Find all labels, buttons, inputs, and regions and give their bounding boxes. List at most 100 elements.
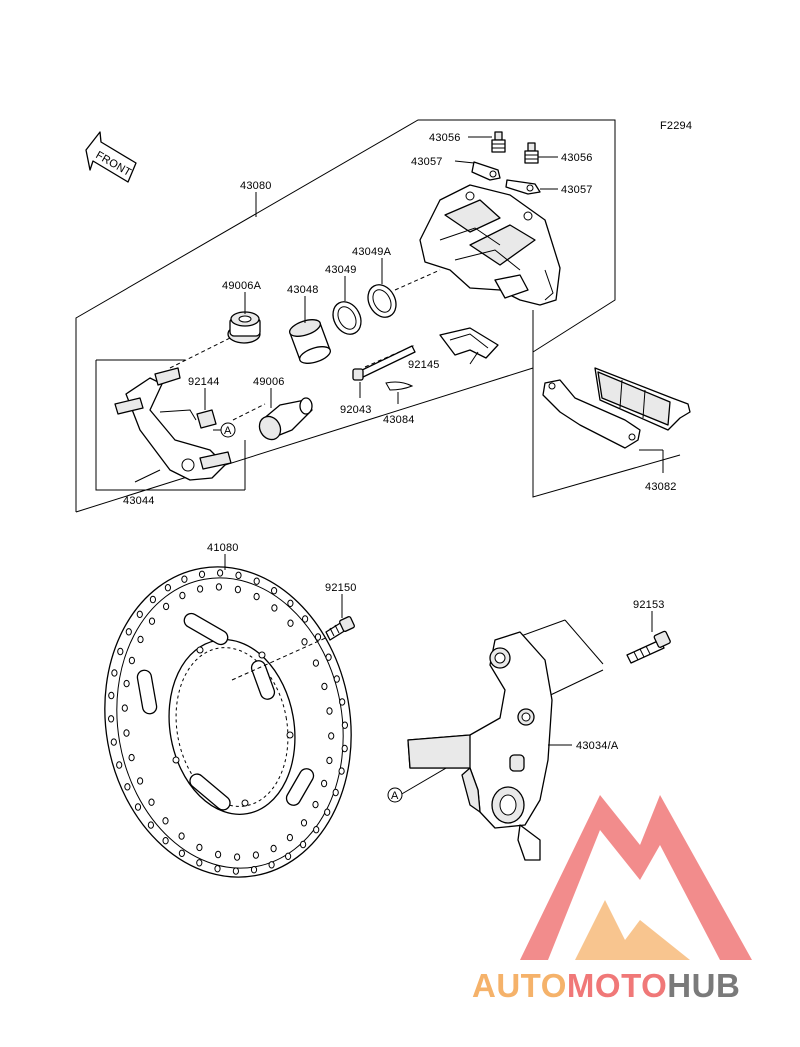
pad-pin-92043 bbox=[352, 345, 416, 381]
bleeder-cap-left bbox=[471, 161, 501, 181]
disc-bolt-92150 bbox=[325, 616, 355, 641]
watermark-logo: AUTOMOTOHUB bbox=[472, 795, 752, 1004]
disc-vent-hole bbox=[325, 653, 332, 661]
bleeder-screw-left bbox=[491, 131, 506, 153]
disc-vent-hole bbox=[134, 803, 142, 811]
disc-vent-hole bbox=[338, 767, 345, 775]
disc-vent-hole bbox=[137, 635, 144, 644]
disc-vent-hole bbox=[271, 604, 278, 612]
disc-vent-hole bbox=[300, 819, 308, 827]
disc-vent-hole bbox=[162, 817, 169, 825]
caliper-assembly-frame bbox=[75, 119, 616, 513]
watermark-moto: MOTO bbox=[567, 967, 667, 1004]
boot-49006 bbox=[258, 397, 313, 441]
disc-vent-hole bbox=[196, 843, 203, 852]
bleeder-screw-right bbox=[524, 142, 539, 164]
leader-lines bbox=[204, 136, 653, 632]
disc-vent-hole bbox=[123, 679, 130, 688]
disc-vent-hole bbox=[178, 849, 185, 857]
disc-vent-hole bbox=[110, 738, 117, 746]
dust-seal-43049a bbox=[367, 284, 397, 318]
disc-vent-holes bbox=[108, 569, 348, 875]
caliper-bracket-43034a bbox=[407, 631, 572, 861]
disc-vent-hole bbox=[128, 753, 135, 762]
diagram-code: F2294 bbox=[660, 120, 692, 132]
disc-vent-hole bbox=[341, 744, 348, 753]
disc-vent-hole bbox=[235, 571, 242, 579]
disc-vent-hole bbox=[268, 861, 275, 869]
disc-vent-hole bbox=[285, 852, 292, 860]
disc-vent-hole bbox=[234, 585, 241, 594]
disc-vent-hole bbox=[326, 756, 333, 765]
pin-clip-43084 bbox=[385, 381, 414, 391]
label-41080: 41080 bbox=[207, 542, 239, 554]
label-43056-left: 43056 bbox=[429, 132, 461, 144]
disc-vent-hole bbox=[326, 707, 333, 715]
label-49006: 49006 bbox=[253, 376, 285, 388]
disc-vent-hole bbox=[313, 826, 320, 834]
disc-vent-hole bbox=[270, 844, 277, 853]
disc-vent-hole bbox=[253, 592, 260, 601]
disc-vent-hole bbox=[217, 569, 224, 577]
disc-vent-hole bbox=[163, 602, 170, 611]
disc-vent-hole bbox=[108, 715, 115, 723]
disc-vent-hole bbox=[321, 682, 328, 691]
disc-vent-hole bbox=[341, 721, 348, 729]
label-43056-right: 43056 bbox=[561, 152, 593, 164]
label-43082: 43082 bbox=[645, 481, 677, 493]
disc-vent-hole bbox=[149, 595, 156, 604]
disc-vent-hole bbox=[148, 617, 156, 625]
brake-disc-41080 bbox=[104, 566, 352, 878]
label-92145: 92145 bbox=[408, 359, 440, 371]
front-arrow-icon: FRONT bbox=[85, 131, 137, 183]
disc-vent-hole bbox=[148, 798, 155, 806]
label-92150: 92150 bbox=[325, 582, 357, 594]
disc-vent-hole bbox=[301, 638, 308, 646]
disc-vent-hole bbox=[332, 788, 339, 797]
brake-pad-front bbox=[542, 379, 641, 449]
disc-vent-hole bbox=[252, 851, 259, 859]
disc-vent-hole bbox=[128, 656, 135, 665]
disc-vent-hole bbox=[287, 599, 294, 607]
disc-vent-hole bbox=[121, 704, 128, 712]
disc-vent-hole bbox=[178, 832, 185, 840]
label-43057-left: 43057 bbox=[411, 156, 443, 168]
disc-vent-hole bbox=[181, 575, 188, 583]
pad-spring-92145 bbox=[439, 327, 499, 359]
label-43049a: 43049A bbox=[352, 246, 392, 258]
label-43044: 43044 bbox=[123, 495, 155, 507]
label-92144: 92144 bbox=[188, 376, 220, 388]
label-43084: 43084 bbox=[383, 414, 415, 426]
disc-vent-hole bbox=[286, 833, 293, 842]
piston-43048 bbox=[288, 319, 332, 364]
caliper-body bbox=[419, 184, 561, 306]
svg-text:A: A bbox=[391, 790, 399, 802]
disc-vent-hole bbox=[136, 610, 143, 618]
disc-vent-hole bbox=[300, 840, 307, 849]
disc-vent-hole bbox=[162, 837, 169, 845]
part-labels: 43056 43056 43057 43057 43080 43049A 430… bbox=[123, 132, 677, 752]
disc-vent-hole bbox=[215, 583, 222, 591]
watermark-auto: AUTO bbox=[472, 967, 567, 1004]
boot-49006a bbox=[227, 311, 261, 344]
disc-vent-hole bbox=[117, 647, 124, 656]
caliper-bracket-43044 bbox=[114, 367, 232, 481]
disc-vent-hole bbox=[328, 732, 335, 740]
disc-vent-hole bbox=[108, 691, 115, 700]
disc-vent-hole bbox=[215, 850, 222, 859]
label-49006a: 49006A bbox=[222, 280, 262, 292]
label-43057-right: 43057 bbox=[561, 184, 593, 196]
disc-vent-hole bbox=[302, 615, 309, 623]
disc-vent-hole bbox=[312, 659, 319, 667]
disc-vent-hole bbox=[271, 587, 278, 595]
label-43048: 43048 bbox=[287, 284, 319, 296]
brake-pad-rear bbox=[594, 367, 691, 431]
disc-vent-hole bbox=[324, 808, 331, 816]
disc-vent-hole bbox=[116, 761, 123, 769]
disc-vent-hole bbox=[339, 698, 346, 706]
disc-vent-hole bbox=[198, 570, 206, 578]
piston-seal-43049 bbox=[332, 301, 362, 335]
disc-vent-hole bbox=[124, 783, 131, 791]
disc-vent-hole bbox=[164, 584, 171, 592]
